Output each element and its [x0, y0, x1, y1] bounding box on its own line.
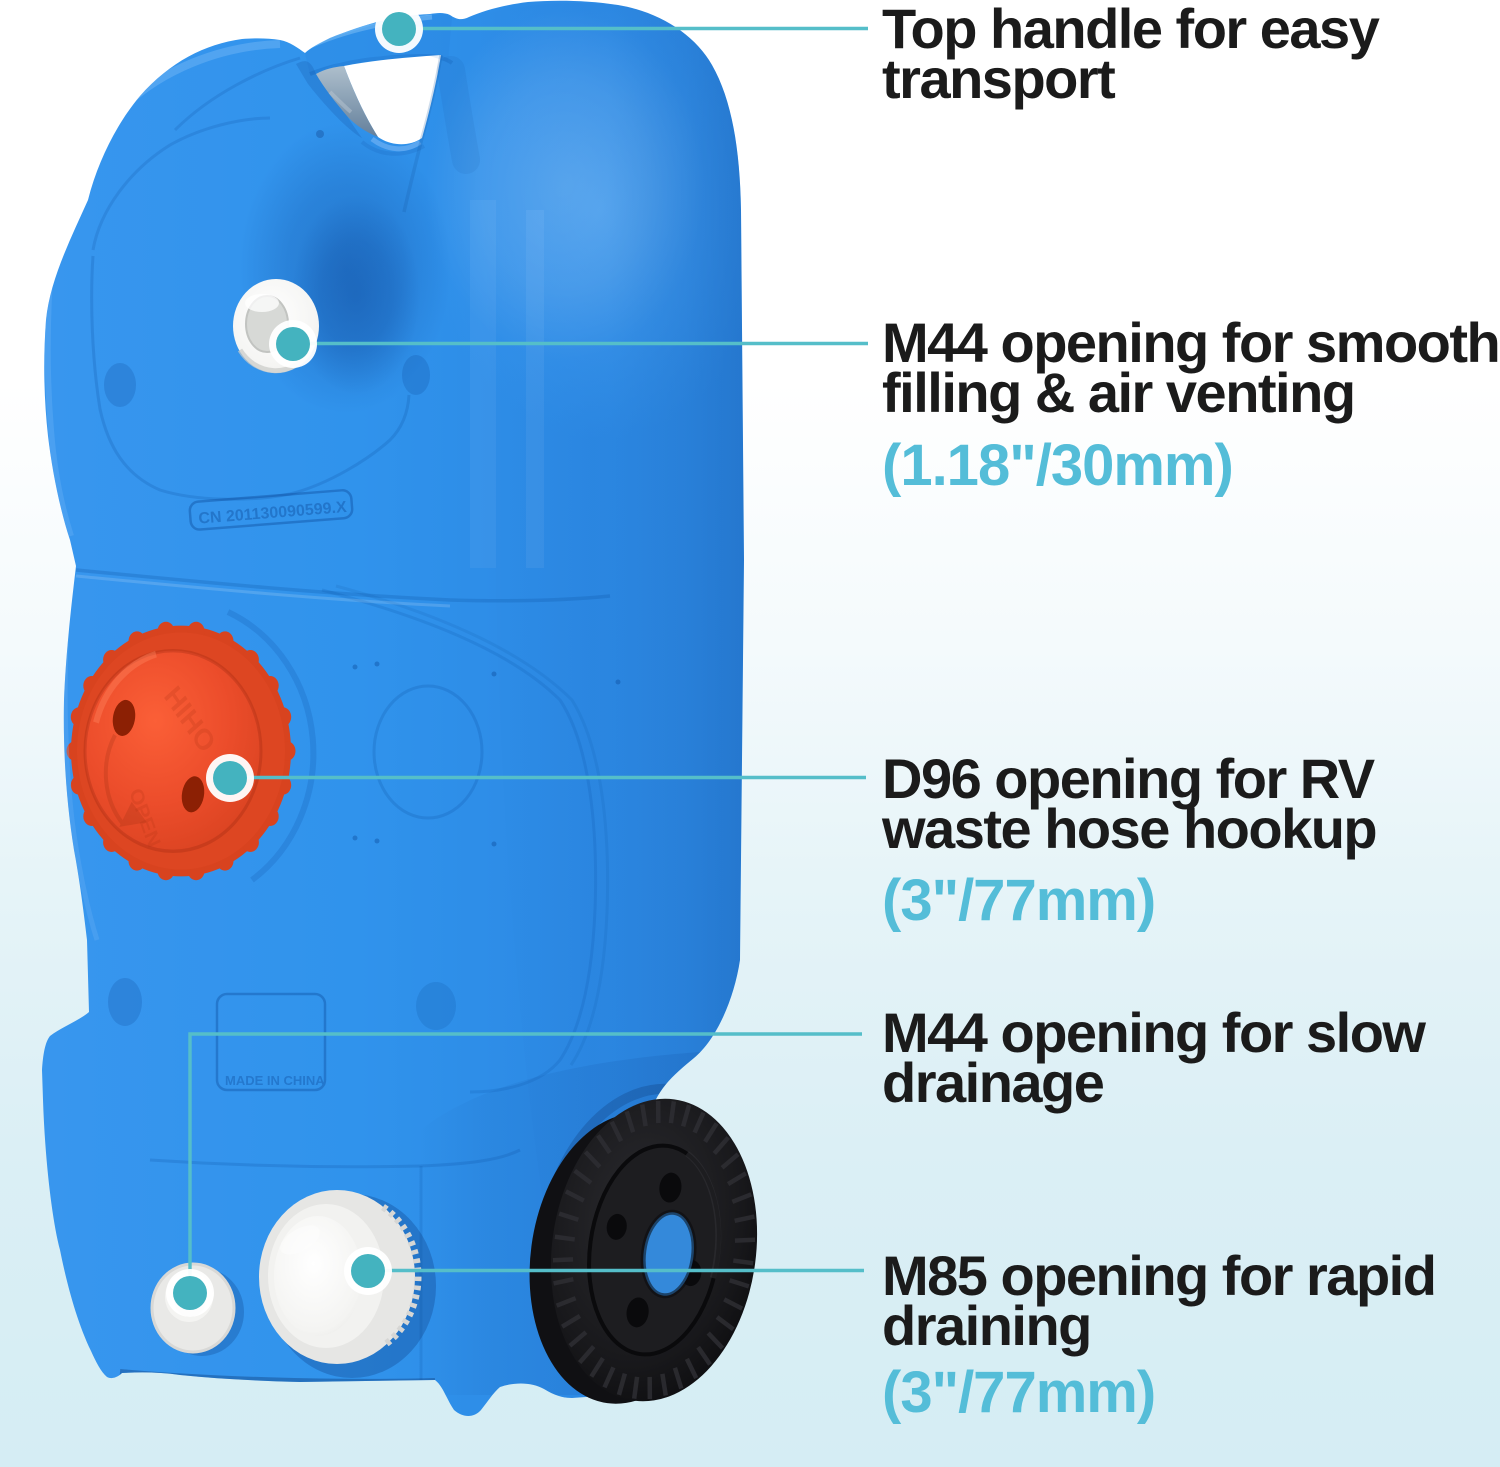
svg-text:MADE IN CHINA: MADE IN CHINA: [225, 1073, 325, 1088]
